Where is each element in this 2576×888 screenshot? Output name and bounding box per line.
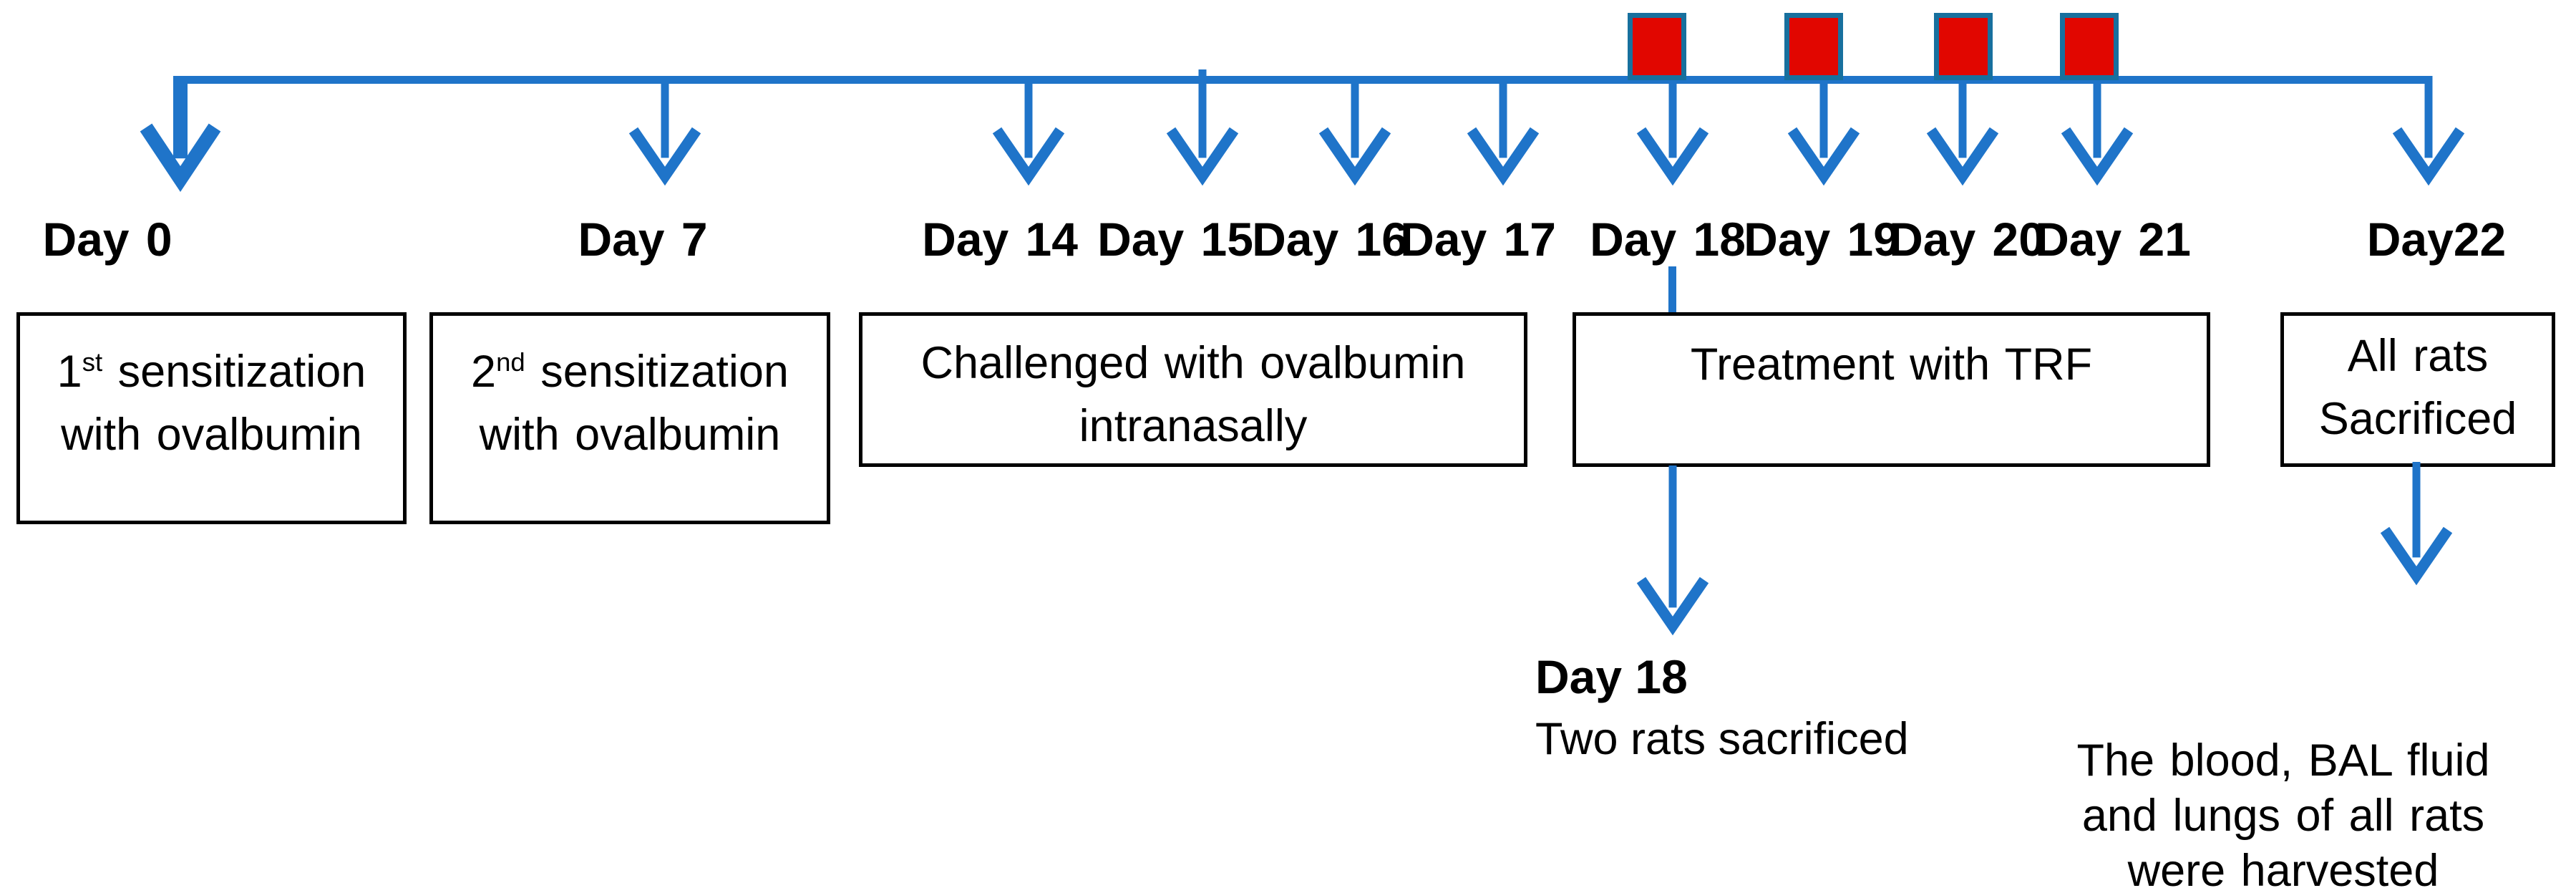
event-box-second-sensitization: 2nd sensitization with ovalbumin — [429, 312, 830, 524]
day18-connector-line — [1668, 266, 1676, 312]
trf-dose-marker-0 — [1628, 13, 1686, 80]
event-box-treatment: Treatment with TRF — [1573, 312, 2210, 467]
box-text-line: Challenged with ovalbumin — [920, 338, 1466, 388]
day-label-8: Day 20 — [1889, 213, 2045, 266]
day18-note: Day 18 Two rats sacrificed — [1535, 649, 1909, 767]
harvest-note: The blood, BAL fluid and lungs of all ra… — [2036, 733, 2530, 888]
day-arrow-10 — [2392, 76, 2465, 186]
day-arrow-1 — [628, 76, 701, 186]
day-arrow-5 — [1467, 76, 1540, 186]
day-label-6: Day 18 — [1590, 213, 1746, 266]
day-arrow-6 — [1636, 76, 1709, 186]
trf-dose-marker-1 — [1784, 13, 1843, 80]
day-arrow-2 — [992, 76, 1065, 186]
day18-sacrifice-arrow — [1636, 465, 1709, 636]
timeline-line — [173, 76, 2432, 84]
day-arrow-3 — [1166, 69, 1239, 186]
box-text-line: Treatment with TRF — [1690, 339, 2093, 390]
day-label-7: Day 19 — [1744, 213, 1900, 266]
harvest-note-line: were harvested — [2127, 845, 2439, 888]
event-box-challenge: Challenged with ovalbumin intranasally — [859, 312, 1527, 467]
day-label-0: Day 0 — [42, 213, 172, 266]
box-text-line: intranasally — [1079, 401, 1308, 452]
box-text-line: 1st sensitization — [20, 340, 403, 403]
ordinal-suffix: st — [82, 347, 103, 377]
ordinal-number: 2 — [471, 347, 497, 397]
trf-dose-marker-3 — [2060, 13, 2119, 80]
day-label-3: Day 15 — [1097, 213, 1253, 266]
event-box-sacrifice: All rats Sacrificed — [2280, 312, 2555, 467]
box-text-line: with ovalbumin — [61, 410, 362, 460]
day18-note-title: Day 18 — [1535, 650, 1688, 703]
day-arrow-4 — [1318, 76, 1391, 186]
day-arrow-7 — [1787, 76, 1860, 186]
box-text-line: 2nd sensitization — [433, 340, 827, 403]
harvest-arrow — [2380, 462, 2453, 586]
day-label-5: Day 17 — [1400, 213, 1556, 266]
trf-dose-marker-2 — [1934, 13, 1993, 80]
box-text: sensitization — [525, 347, 789, 397]
event-box-first-sensitization: 1st sensitization with ovalbumin — [16, 312, 407, 524]
day-arrow-9 — [2061, 76, 2134, 186]
box-text-line: Sacrificed — [2318, 394, 2517, 445]
harvest-note-line: and lungs of all rats — [2081, 790, 2485, 841]
day-label-2: Day 14 — [922, 213, 1078, 266]
day-label-10: Day22 — [2366, 213, 2507, 266]
box-text-line: with ovalbumin — [479, 410, 781, 460]
day-label-1: Day 7 — [578, 213, 708, 266]
day-arrow-0 — [140, 76, 221, 193]
box-text: sensitization — [102, 347, 366, 397]
day-label-9: Day 21 — [2035, 213, 2191, 266]
day18-note-subtitle: Two rats sacrificed — [1535, 714, 1909, 765]
harvest-note-line: The blood, BAL fluid — [2076, 735, 2490, 786]
box-text-line: All rats — [2347, 331, 2489, 381]
day-label-4: Day 16 — [1252, 213, 1408, 266]
day-arrow-8 — [1926, 76, 1999, 186]
ordinal-suffix: nd — [496, 347, 525, 377]
ordinal-number: 1 — [57, 347, 82, 397]
